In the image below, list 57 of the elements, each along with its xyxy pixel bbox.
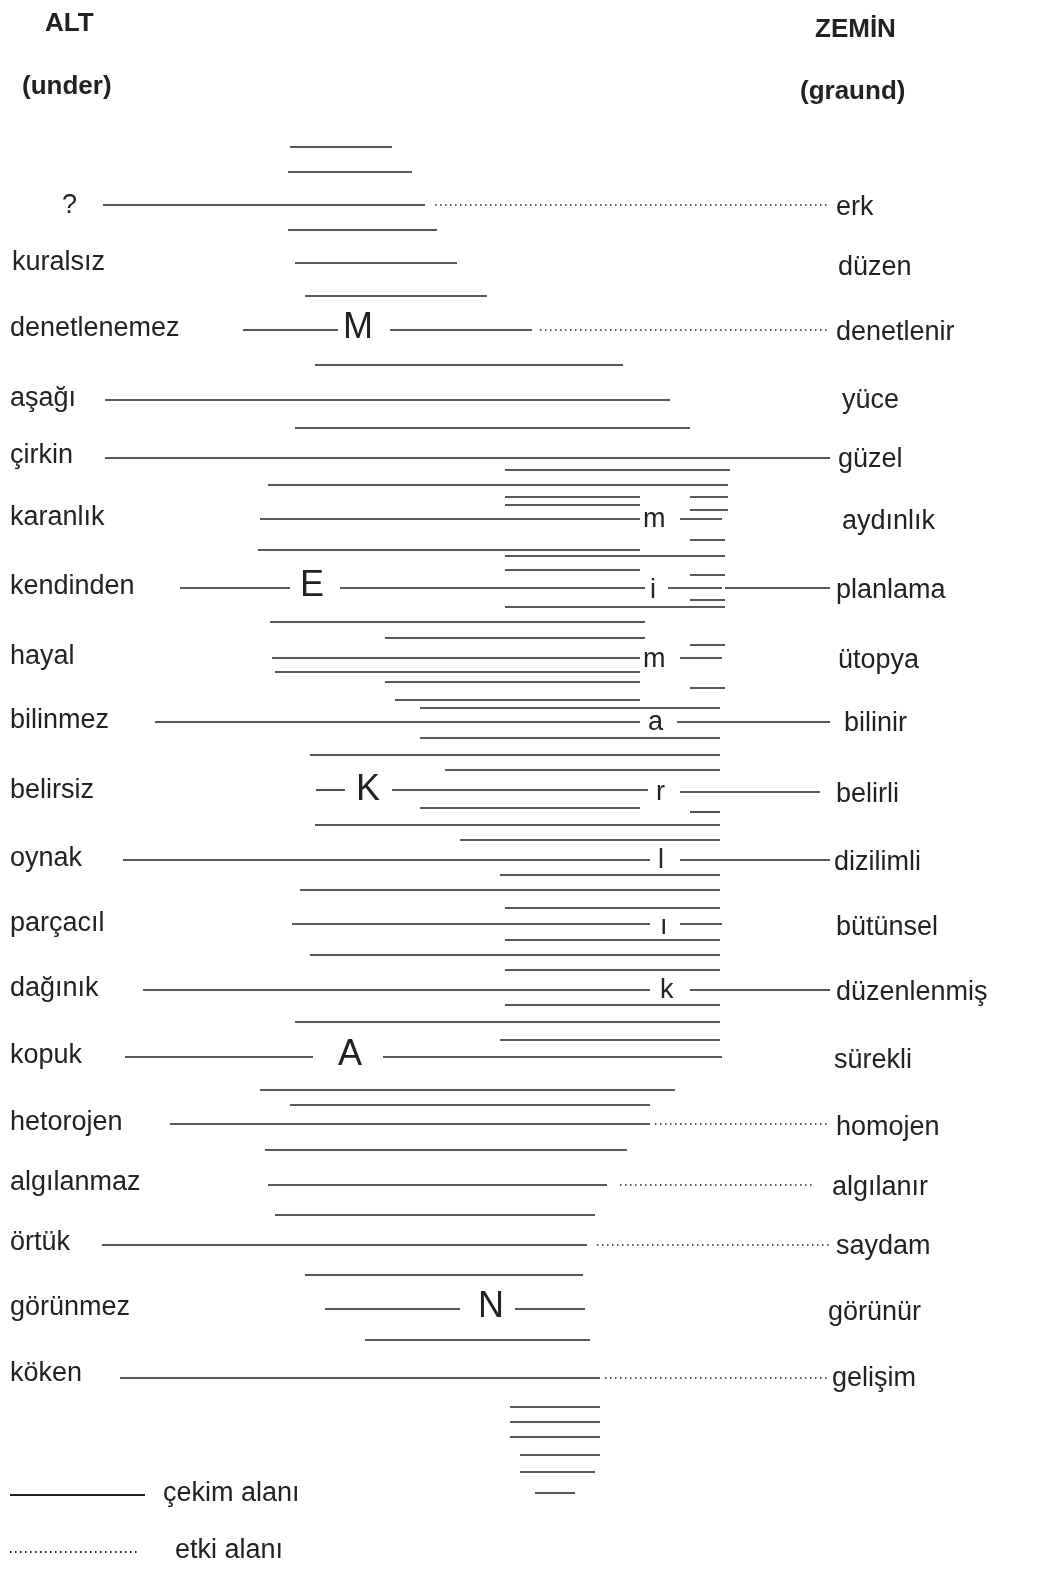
term-label: kopuk: [10, 1040, 83, 1070]
term-label: planlama: [836, 575, 946, 605]
letter: m: [643, 504, 666, 534]
term-label: denetlenir: [836, 317, 955, 347]
letter: i: [650, 575, 656, 605]
term-label: gelişim: [832, 1363, 917, 1393]
term-label: parçacıl: [10, 908, 105, 938]
term-label: hetorojen: [10, 1107, 123, 1137]
term-label: algılanır: [832, 1172, 929, 1202]
column-heading: ZEMİN: [815, 13, 896, 43]
term-label: karanlık: [10, 502, 105, 532]
term-label: çirkin: [10, 440, 73, 470]
term-label: köken: [10, 1358, 83, 1388]
term-label: düzen: [838, 252, 912, 282]
term-label: dizilimli: [834, 847, 921, 877]
term-label: erk: [836, 192, 874, 222]
term-label: bilinir: [844, 708, 908, 738]
term-label: belirsiz: [10, 775, 95, 805]
term-label: ?: [62, 190, 78, 220]
term-label: oynak: [10, 843, 83, 873]
term-label: görünür: [828, 1297, 922, 1327]
term-label: kuralsız: [12, 247, 106, 277]
letter: l: [658, 845, 664, 875]
term-label: örtük: [10, 1227, 71, 1257]
term-label: sürekli: [834, 1045, 913, 1075]
column-heading: ALT: [45, 7, 94, 37]
term-label: düzenlenmiş: [836, 977, 988, 1007]
term-label: kendinden: [10, 571, 135, 601]
letter: r: [656, 777, 665, 807]
term-label: aşağı: [10, 383, 77, 413]
letter: a: [648, 707, 664, 737]
letter: k: [660, 975, 674, 1005]
term-label: güzel: [838, 444, 903, 474]
term-label: hayal: [10, 641, 75, 671]
letter: M: [343, 306, 373, 346]
column-heading: (under): [22, 70, 112, 100]
term-label: algılanmaz: [10, 1167, 141, 1197]
term-label: homojen: [836, 1112, 940, 1142]
letter: E: [300, 564, 324, 604]
term-label: dağınık: [10, 973, 99, 1003]
term-label: aydınlık: [842, 506, 936, 536]
term-label: bütünsel: [836, 912, 939, 942]
term-label: denetlenemez: [10, 313, 180, 343]
term-label: görünmez: [10, 1292, 131, 1322]
legend-label: etki alanı: [175, 1535, 284, 1565]
letter: N: [478, 1285, 504, 1325]
term-label: yüce: [842, 385, 900, 415]
term-label: saydam: [836, 1231, 931, 1261]
letter: m: [643, 644, 666, 674]
letter: A: [338, 1033, 362, 1073]
legend-label: çekim alanı: [163, 1478, 300, 1508]
term-label: ütopya: [838, 645, 920, 675]
letter: ı: [660, 911, 668, 941]
term-label: bilinmez: [10, 705, 110, 735]
column-heading: (graund): [800, 75, 906, 105]
term-label: belirli: [836, 779, 900, 809]
letter: K: [356, 768, 380, 808]
